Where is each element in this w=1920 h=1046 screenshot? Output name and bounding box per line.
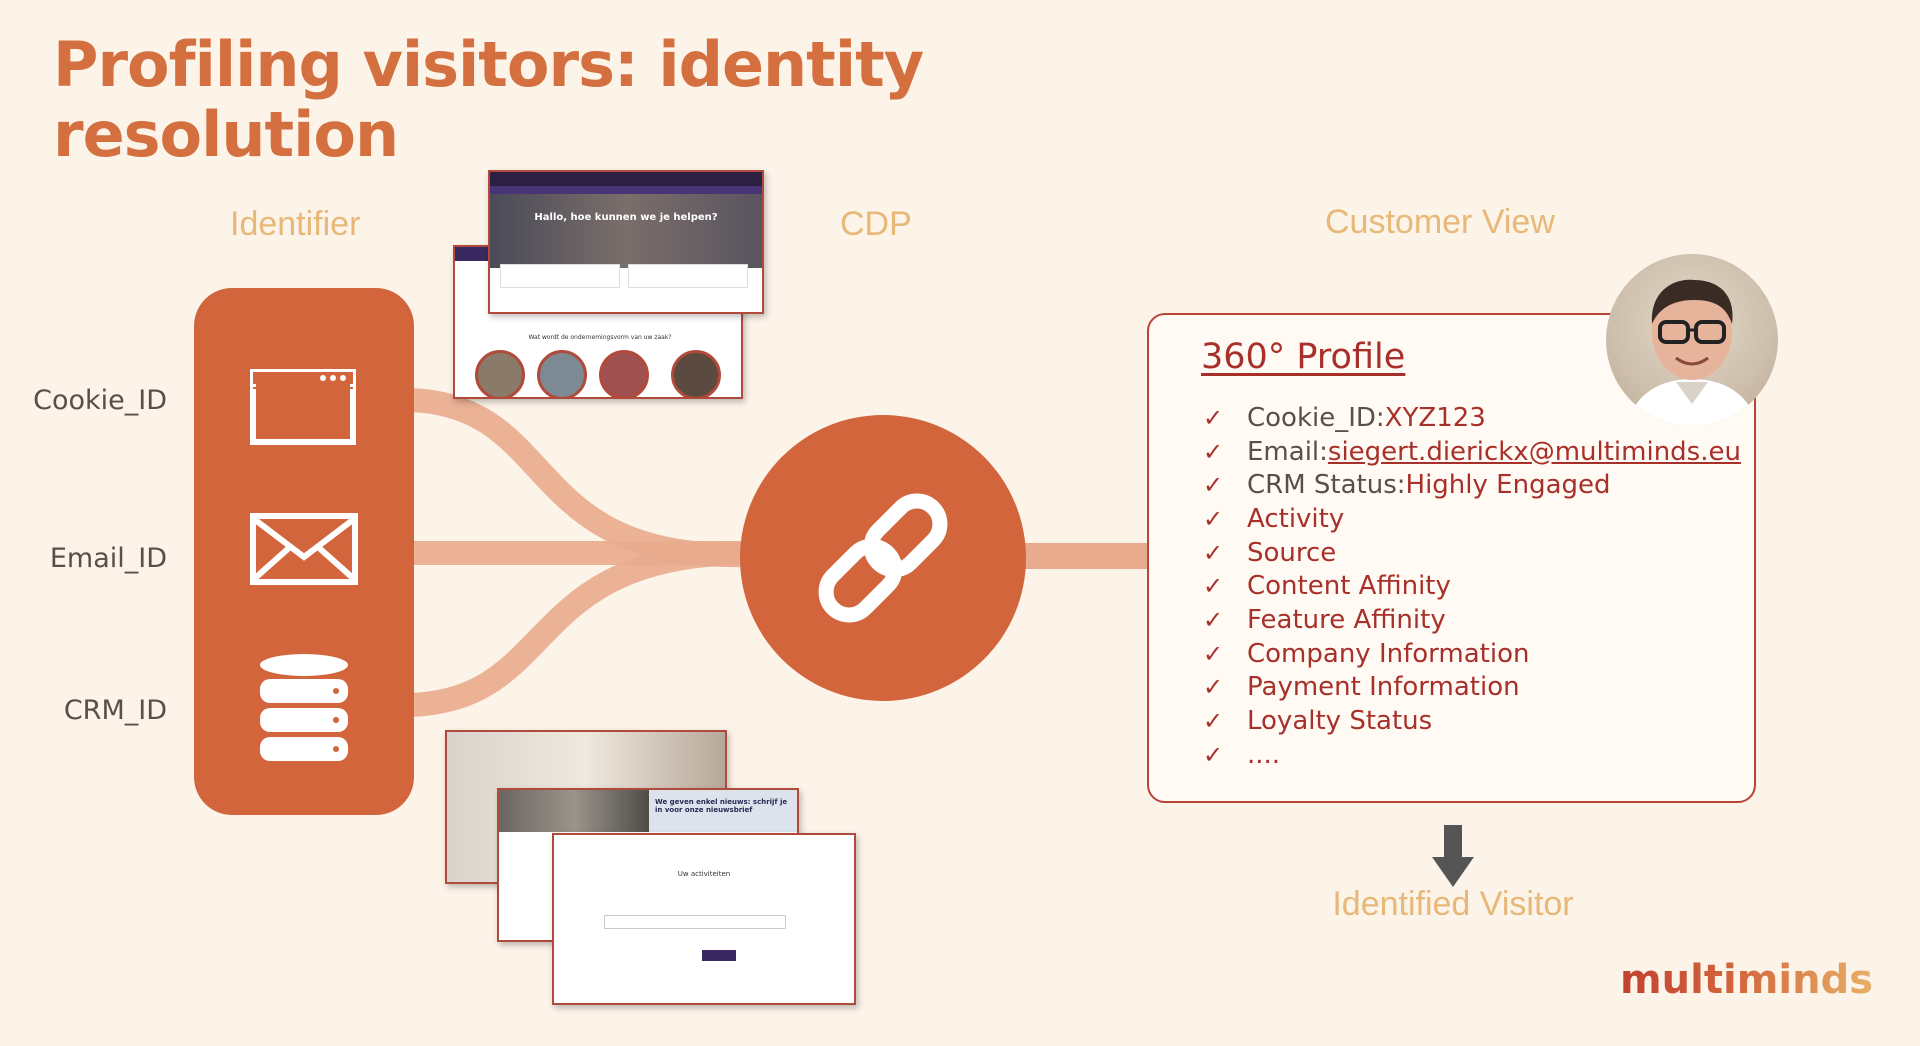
form-title: Uw activiteiten (677, 870, 731, 878)
profile-item-content-affinity: ✓Content Affinity (1203, 571, 1451, 602)
flow-cookie (409, 388, 746, 568)
check-icon: ✓ (1203, 504, 1224, 533)
check-icon: ✓ (1203, 538, 1224, 567)
profile-title: 360° Profile (1201, 337, 1406, 377)
profile-item-crm: ✓CRM Status: Highly Engaged (1203, 470, 1611, 501)
screenshot-section-text: Wat wordt de ondernemingsvorm van uw zaa… (528, 334, 672, 341)
check-icon: ✓ (1203, 572, 1224, 601)
customer-view-heading: Customer View (1325, 203, 1555, 241)
check-icon: ✓ (1203, 639, 1224, 668)
profile-attribute-list: ✓Cookie_ID: XYZ123 ✓Email: siegert.dieri… (1203, 401, 1741, 772)
website-screenshot-front: Hallo, hoe kunnen we je helpen? (488, 170, 764, 314)
profile-item-payment-info: ✓Payment Information (1203, 672, 1520, 703)
check-icon: ✓ (1203, 740, 1224, 769)
identifier-label-email: Email_ID (49, 543, 167, 574)
check-icon: ✓ (1203, 471, 1224, 500)
identified-visitor-label: Identified Visitor (1332, 885, 1574, 923)
profile-item-company-info: ✓Company Information (1203, 638, 1530, 669)
check-icon: ✓ (1203, 437, 1224, 466)
identifier-label-cookie: Cookie_ID (33, 385, 167, 416)
profile-item-feature-affinity: ✓Feature Affinity (1203, 604, 1446, 635)
profile-item-more: ✓.... (1203, 739, 1281, 770)
identifier-panel (194, 288, 414, 815)
envelope-icon (250, 513, 358, 585)
database-icon (260, 654, 348, 761)
profile-item-cookie: ✓Cookie_ID: XYZ123 (1203, 402, 1486, 433)
identifier-label-crm: CRM_ID (63, 695, 167, 726)
brand-logo: multiminds (1620, 957, 1874, 1003)
check-icon: ✓ (1203, 707, 1224, 736)
browser-window-icon (250, 369, 356, 445)
customer-avatar (1606, 254, 1778, 426)
check-icon: ✓ (1203, 403, 1224, 432)
check-icon: ✓ (1203, 605, 1224, 634)
down-arrow-icon (1432, 825, 1474, 887)
cdp-heading: CDP (840, 205, 912, 243)
flow-crm (409, 541, 746, 717)
person-photo-icon (1626, 279, 1758, 426)
profile-item-activity: ✓Activity (1203, 503, 1345, 534)
profile-item-source: ✓Source (1203, 537, 1337, 568)
screenshot-hero-text: Hallo, hoe kunnen we je helpen? (534, 212, 718, 223)
cdp-circle (740, 415, 1026, 701)
check-icon: ✓ (1203, 673, 1224, 702)
newsletter-text: We geven enkel nieuws: schrijf je in voo… (655, 798, 788, 814)
profile-item-loyalty: ✓Loyalty Status (1203, 706, 1433, 737)
chain-link-icon (818, 493, 948, 623)
profile-item-email: ✓Email: siegert.dierickx@multiminds.eu (1203, 436, 1741, 467)
email-link[interactable]: siegert.dierickx@multiminds.eu (1327, 436, 1741, 467)
stacked-screenshot-3: Uw activiteiten (552, 833, 856, 1005)
identifier-heading: Identifier (230, 205, 361, 243)
slide-title: Profiling visitors: identity resolution (53, 28, 924, 171)
